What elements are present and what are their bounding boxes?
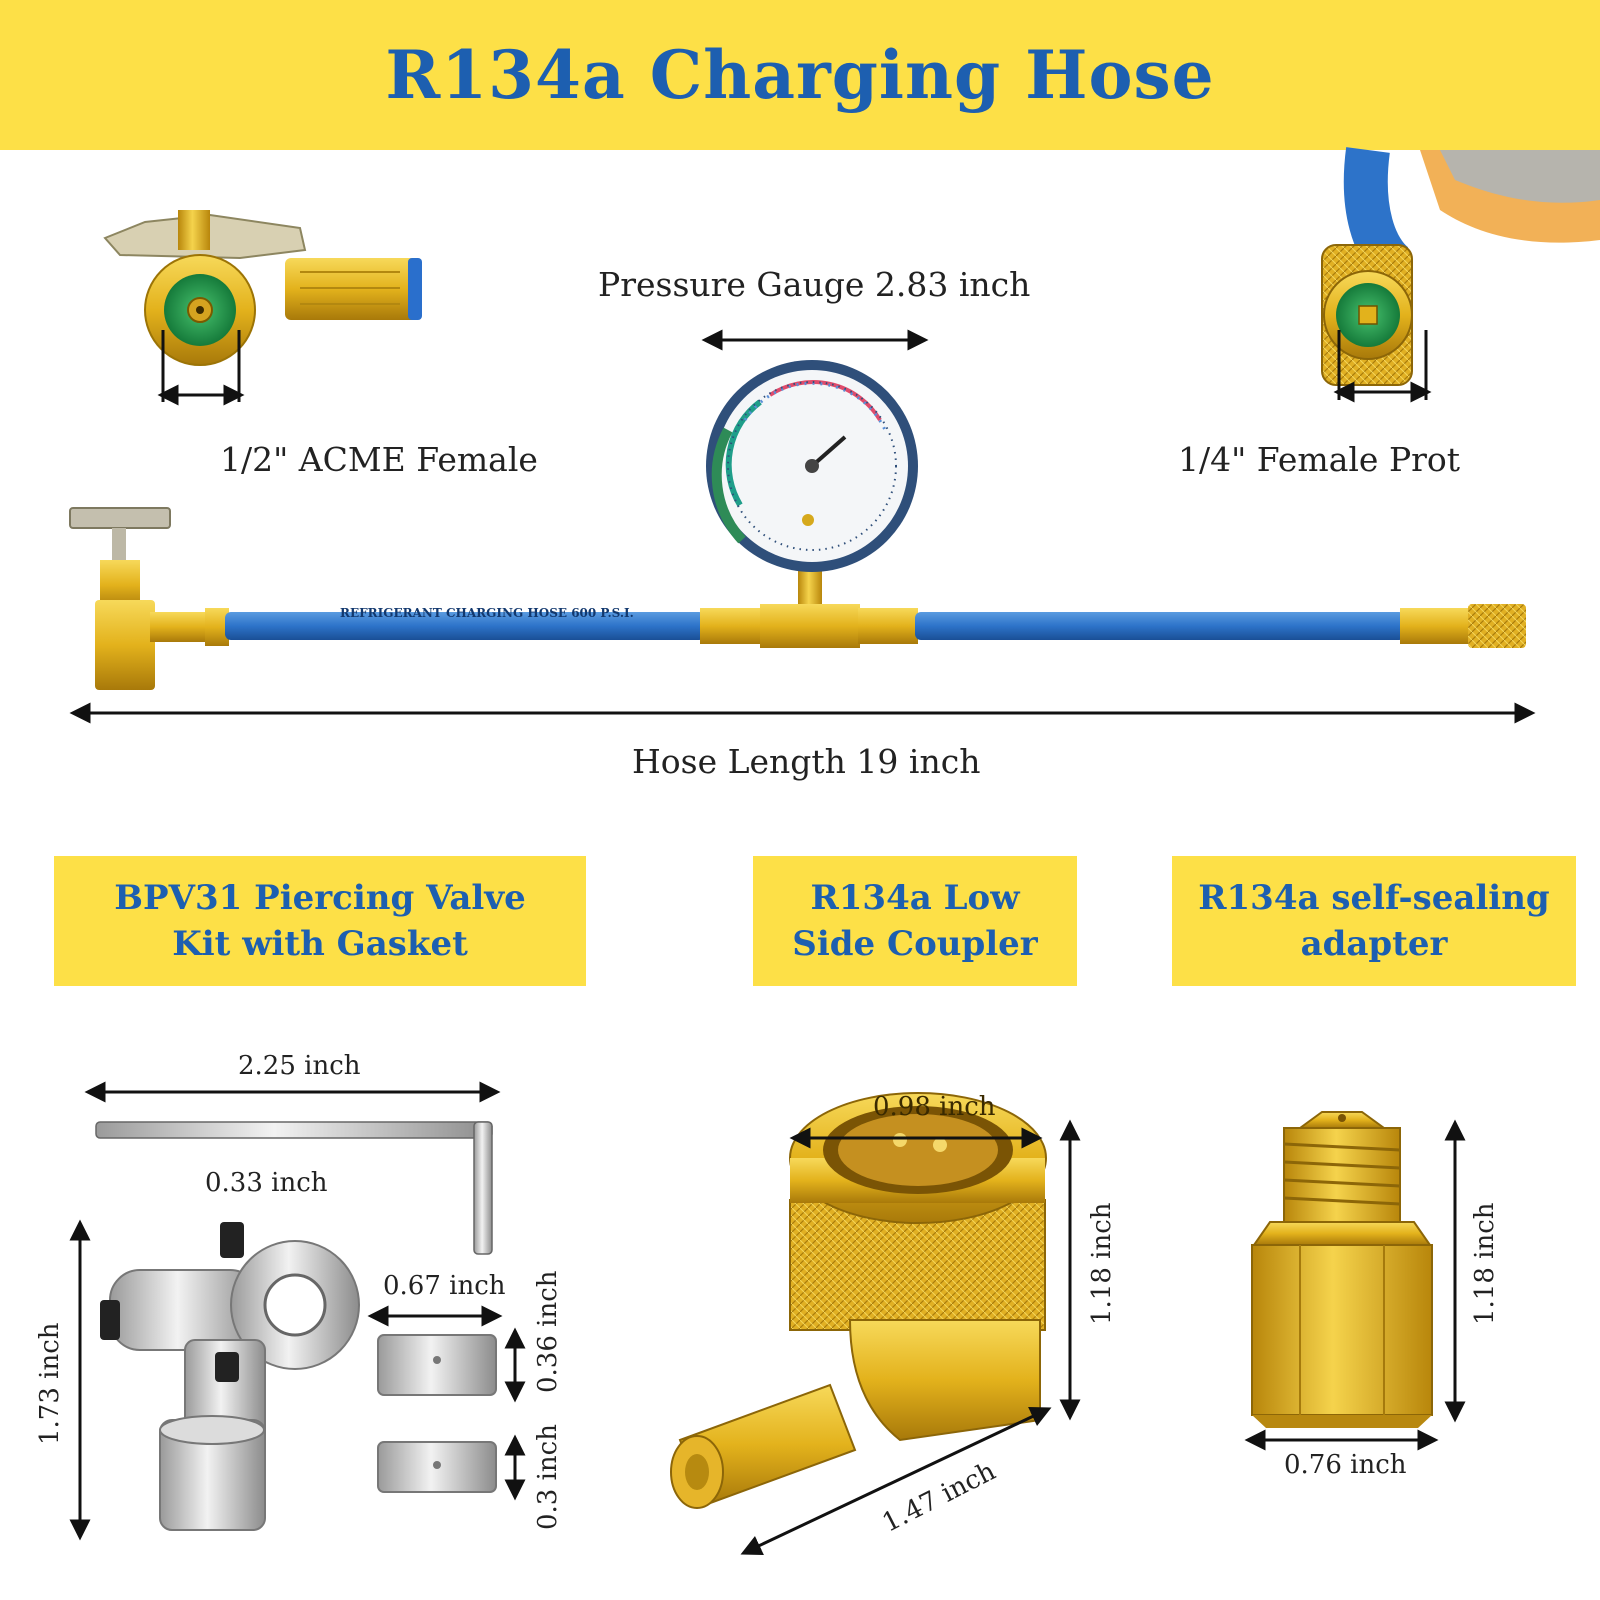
self-sealing-adapter — [1251, 1111, 1433, 1428]
female-port-width-arrow — [1333, 330, 1432, 403]
charging-hose: REFRIGERANT CHARGING HOSE 600 P.S.I. — [69, 507, 1526, 690]
gasket-sleeve-1 — [377, 1334, 497, 1396]
coupler-top-label: 0.98 inch — [873, 1092, 996, 1122]
self-sealing-title: R134a self-sealing adapter — [1198, 878, 1550, 964]
gasket-sleeve-2 — [377, 1441, 497, 1493]
valve-width-label: 0.33 inch — [205, 1168, 328, 1198]
gasket-length-label: 0.67 inch — [383, 1271, 506, 1301]
coupler-height-label: 1.18 inch — [1087, 1202, 1117, 1325]
adapter-height-label: 1.18 inch — [1470, 1202, 1500, 1325]
coupler-diagonal-arrow — [740, 1406, 1052, 1556]
adapter-width-label: 0.76 inch — [1284, 1450, 1407, 1480]
acme-female-label: 1/2" ACME Female — [220, 440, 538, 479]
hex-wrench — [95, 1121, 493, 1255]
acme-width-arrow — [157, 330, 245, 406]
low-side-coupler-title: R134a Low Side Coupler — [792, 878, 1038, 964]
wrench-length-label: 2.25 inch — [238, 1051, 361, 1081]
piercing-valve — [100, 1222, 360, 1531]
hose-print: REFRIGERANT CHARGING HOSE 600 P.S.I. — [340, 606, 634, 620]
female-port-fitting — [1321, 147, 1600, 386]
page-title: R134a Charging Hose — [385, 36, 1215, 114]
piercing-valve-title: BPV31 Piercing Valve Kit with Gasket — [114, 878, 526, 964]
self-sealing-box: R134a self-sealing adapter — [1172, 856, 1576, 986]
low-side-coupler-box: R134a Low Side Coupler — [753, 856, 1077, 986]
piercing-valve-box: BPV31 Piercing Valve Kit with Gasket — [54, 856, 586, 986]
pressure-gauge — [706, 360, 918, 610]
female-prot-label: 1/4" Female Prot — [1178, 440, 1461, 479]
pressure-gauge-label: Pressure Gauge 2.83 inch — [598, 265, 1031, 304]
low-side-coupler — [670, 1092, 1047, 1509]
hose-length-label: Hose Length 19 inch — [632, 742, 981, 781]
title-banner: R134a Charging Hose — [0, 0, 1600, 150]
valve-height-label: 1.73 inch — [35, 1322, 65, 1445]
acme-female-fitting — [103, 210, 422, 366]
gasket-height-label-2: 0.3 inch — [533, 1424, 563, 1530]
gasket-height-label-1: 0.36 inch — [533, 1270, 563, 1393]
